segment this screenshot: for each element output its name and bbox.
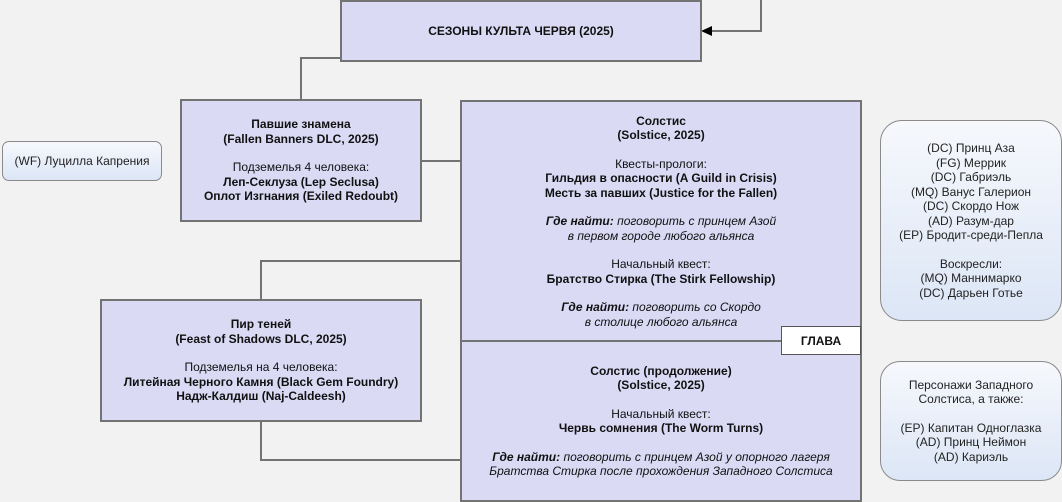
character-item: (DC) Скордо Нож [922, 199, 1020, 213]
feast-subtitle: (Feast of Shadows DLC, 2025) [175, 331, 347, 346]
feast-dungeons-label: Подземелья на 4 человека: [184, 360, 338, 375]
characters2-intro: Солстиса, а также: [918, 392, 1024, 407]
connector-top-right-v [760, 0, 762, 32]
dungeon-item: Литейная Черного Камня (Black Gem Foundr… [123, 374, 399, 389]
solstice-start-quest: Братство Стирка (The Stirk Fellowship) [546, 271, 776, 286]
where-label: Где найти: [561, 300, 630, 315]
solstice-where1: Где найти: поговорить с принцем Азой [546, 214, 776, 229]
solstice2-where: Где найти: поговорить с принцем Азой у о… [492, 450, 829, 465]
where-text: Братства Стирка после прохождения Западн… [489, 464, 833, 478]
character-item: (DC) Принц Аза [927, 141, 1015, 155]
solstice2-start-quest: Червь сомнения (The Worm Turns) [558, 421, 764, 435]
root-node[interactable]: СЕЗОНЫ КУЛЬТА ЧЕРВЯ (2025) [340, 0, 702, 62]
characters-node-1[interactable]: (DC) Принц Аза (FG) Меррик (DC) Габриэль… [880, 120, 1062, 321]
lucilla-label: (WF) Луцилла Капрения [14, 153, 150, 168]
root-title: СЕЗОНЫ КУЛЬТА ЧЕРВЯ (2025) [428, 23, 614, 38]
solstice-subtitle: (Solstice, 2025) [617, 128, 705, 143]
dungeon-item: Леп-Секлуза (Lep Seclusa) [223, 174, 379, 189]
chapter-label: ГЛАВА [800, 333, 842, 348]
prologue-quest: Месть за павших (Justice for the Fallen) [544, 185, 778, 200]
fallen-banners-subtitle: (Fallen Banners DLC, 2025) [223, 131, 379, 146]
solstice2-start-label: Начальный квест: [611, 406, 711, 421]
feast-title: Пир теней [230, 317, 292, 332]
connector-feast-bottom-h [260, 459, 462, 461]
connector-feast-top-h [260, 260, 462, 262]
solstice2-subtitle: (Solstice, 2025) [617, 378, 705, 392]
character-item: (DC) Габриэль [930, 170, 1012, 184]
fallen-banners-title: Павшие знамена [251, 117, 351, 132]
character-item: (AD) Разум-дар [928, 213, 1014, 228]
character-item: (EP) Капитан Одноглазка [900, 420, 1042, 435]
fallen-banners-node[interactable]: Павшие знамена (Fallen Banners DLC, 2025… [180, 99, 422, 222]
characters2-intro: Персонажи Западного [908, 377, 1034, 392]
where-text: в первом городе любого альянса [567, 228, 755, 243]
solstice-where2: Где найти: поговорить со Скордо [561, 300, 761, 315]
characters-node-2[interactable]: Персонажи Западного Солстиса, а также: (… [880, 361, 1062, 481]
character-item: (FG) Меррик [935, 155, 1007, 170]
character-item: (MQ) Ванус Галерион [910, 184, 1031, 199]
feast-of-shadows-node[interactable]: Пир теней (Feast of Shadows DLC, 2025) П… [100, 299, 422, 422]
where-text: поговорить со Скордо [632, 300, 761, 315]
fallen-banners-dungeons-label: Подземелья 4 человека: [232, 160, 370, 175]
character-item: (MQ) Маннимарко [920, 271, 1022, 285]
where-text: поговорить с принцем Азой у опорного лаг… [563, 449, 830, 464]
solstice-prologue-label: Квесты-прологи: [615, 156, 707, 171]
where-label: Где найти: [545, 214, 614, 229]
character-item: (DC) Дарьен Готье [919, 285, 1023, 300]
where-text: в столице любого альянса [584, 314, 738, 329]
character-item: (AD) Кариэль [933, 449, 1009, 464]
dungeon-item: Надж-Калдиш (Naj-Caldeesh) [176, 389, 346, 404]
dungeon-item: Оплот Изгнания (Exiled Redoubt) [203, 189, 399, 204]
resurrected-label: Воскресли: [939, 256, 1003, 271]
connector-root-to-fallen-v [300, 57, 302, 101]
solstice-node[interactable]: Солстис (Solstice, 2025) Квесты-прологи:… [460, 100, 862, 343]
prologue-quest: Гильдия в опасности (A Guild in Crisis) [545, 171, 777, 186]
connector-root-to-fallen-h [300, 57, 342, 59]
character-item: (EP) Бродит-среди-Пепла [899, 228, 1043, 242]
connector-feast-bottom-v [260, 420, 262, 461]
solstice-continuation-node[interactable]: Солстис (продолжение) (Solstice, 2025) Н… [460, 340, 862, 502]
lucilla-node[interactable]: (WF) Луцилла Капрения [2, 141, 162, 181]
solstice-title: Солстис [636, 113, 686, 128]
character-item: (AD) Принц Неймон [915, 435, 1027, 450]
connector-fallen-to-solstice [420, 160, 462, 162]
solstice2-title: Солстис (продолжение) [590, 363, 732, 378]
where-text: поговорить с принцем Азой [617, 214, 777, 229]
connector-feast-top-v [260, 260, 262, 301]
chapter-tag: ГЛАВА [781, 326, 861, 355]
where-label: Где найти: [492, 449, 561, 464]
solstice-start-label: Начальный квест: [611, 257, 711, 272]
connector-top-right-h [712, 30, 762, 32]
